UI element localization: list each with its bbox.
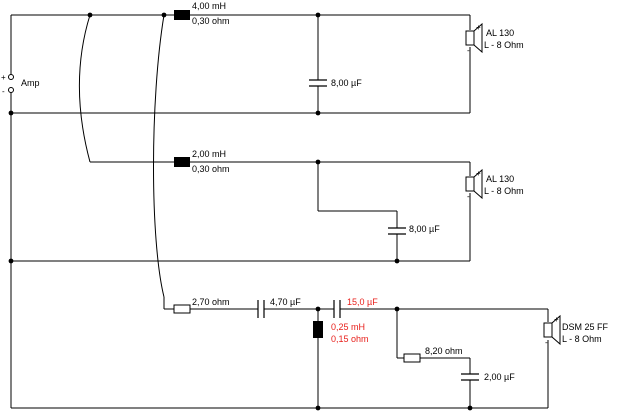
wire-branch2-feed [79, 14, 91, 163]
c3-value: 4,70 µF [270, 297, 301, 307]
capacitor-c2 [388, 227, 406, 235]
node-ground3-l3 [315, 405, 321, 411]
speaker-2: + - AL 130 L - 8 Ohm [465, 168, 524, 201]
l2-resistance: 0,30 ohm [192, 164, 230, 174]
node-ground3-zobel [467, 405, 473, 411]
l3-value: 0,25 mH [331, 322, 365, 332]
speaker-3-impedance: L - 8 Ohm [562, 334, 602, 344]
speaker-2-plus: + [476, 169, 481, 178]
l3-resistance: 0,15 ohm [331, 334, 369, 344]
branch-1: 4,00 mH 0,30 ohm 8,00 µF + - AL 130 L - … [174, 1, 524, 88]
resistor-r1 [173, 304, 191, 314]
node-top-branch3 [161, 12, 167, 18]
capacitor-c1 [309, 79, 327, 87]
node-branch3-l3 [315, 306, 321, 312]
speaker-2-minus: - [467, 192, 470, 201]
junction-nodes [8, 12, 473, 411]
speaker-1-body [465, 30, 475, 46]
r1-value: 2,70 ohm [192, 297, 230, 307]
speaker-1-plus: + [476, 23, 481, 32]
speaker-3: + - DSM 25 FF L - 8 Ohm [543, 314, 609, 347]
speaker-2-name: AL 130 [486, 174, 514, 184]
node-branch2-c2 [315, 159, 321, 165]
node-top-c1 [315, 12, 321, 18]
speaker-3-cone [551, 314, 561, 346]
branch-3: 2,70 ohm 4,70 µF 15,0 µF 0,25 mH 0,15 oh… [173, 297, 609, 382]
amp-plus-sign: + [1, 73, 6, 82]
branch-2: 2,00 mH 0,30 ohm 8,00 µF + - AL 130 L - … [174, 149, 524, 235]
capacitor-c3 [257, 300, 265, 318]
speaker-3-name: DSM 25 FF [562, 322, 609, 332]
speaker-1-name: AL 130 [486, 28, 514, 38]
amp-terminal-plus [8, 74, 14, 80]
speaker-1: + - AL 130 L - 8 Ohm [465, 22, 524, 55]
speaker-3-plus: + [554, 315, 559, 324]
speaker-1-cone [473, 22, 483, 54]
c4-value: 15,0 µF [347, 297, 378, 307]
l1-value: 4,00 mH [192, 1, 226, 11]
amp-label: Amp [21, 78, 40, 88]
l2-value: 2,00 mH [192, 149, 226, 159]
node-branch3-zobel [394, 306, 400, 312]
speaker-1-impedance: L - 8 Ohm [484, 40, 524, 50]
c2-value: 8,00 µF [409, 224, 440, 234]
speaker-3-minus: - [545, 338, 548, 347]
inductor-l2 [174, 157, 190, 167]
amp-terminal-minus [8, 87, 14, 93]
wires [10, 14, 549, 409]
node-ground2-left [8, 258, 14, 264]
speaker-2-cone [473, 168, 483, 200]
inductor-l3 [313, 321, 323, 338]
speaker-1-minus: - [467, 46, 470, 55]
capacitor-c4 [333, 300, 341, 318]
speaker-3-body [543, 322, 553, 338]
inductor-l1 [174, 10, 190, 20]
node-top-branch2 [87, 12, 93, 18]
amp-minus-sign: - [2, 87, 5, 96]
speaker-2-body [465, 176, 475, 192]
resistor-zobel [403, 353, 421, 363]
speaker-2-impedance: L - 8 Ohm [484, 186, 524, 196]
l1-resistance: 0,30 ohm [192, 16, 230, 26]
node-ground1-left [8, 110, 14, 116]
capacitor-zobel [461, 373, 479, 381]
node-ground1-c1 [315, 110, 321, 116]
c1-value: 8,00 µF [331, 78, 362, 88]
node-ground2-c2 [394, 258, 400, 264]
amplifier-input: + - Amp [1, 73, 40, 96]
zobel-c-value: 2,00 µF [484, 372, 515, 382]
wire-branch3-feed [153, 14, 165, 298]
zobel-r-value: 8,20 ohm [425, 346, 463, 356]
